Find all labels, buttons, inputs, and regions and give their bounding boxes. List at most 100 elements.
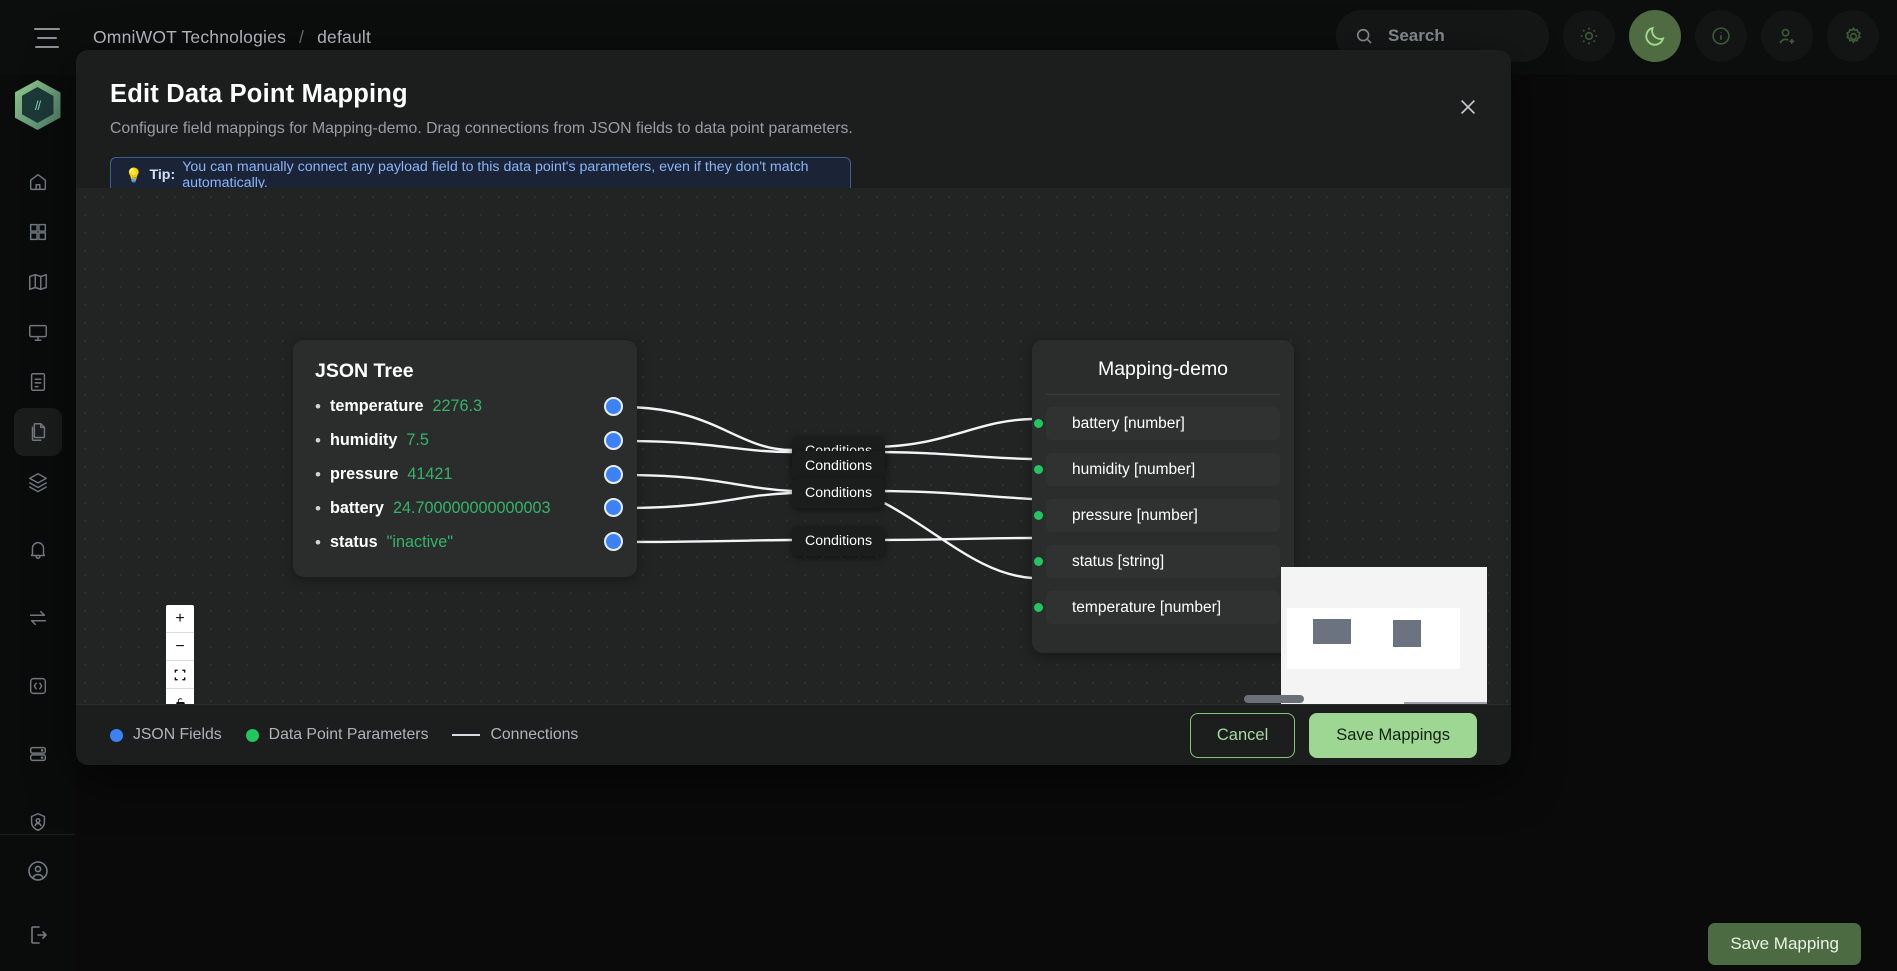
mapping-canvas[interactable]: JSON Tree • temperature 2276.3 • humidit… <box>76 188 1511 704</box>
page-title: Edit Data Point Mapping <box>110 80 408 108</box>
light-mode-icon <box>1580 27 1598 45</box>
legend-label: Data Point Parameters <box>268 726 429 743</box>
bullet-icon: • <box>315 430 321 450</box>
connection-edges <box>622 405 1033 580</box>
save-mappings-button[interactable]: Save Mappings <box>1309 712 1477 758</box>
bullet-icon: • <box>315 498 321 518</box>
sidebar-item-database[interactable] <box>14 730 62 778</box>
sidebar-item-code[interactable] <box>14 662 62 710</box>
sidebar-item-map[interactable] <box>14 258 62 306</box>
legend-json-fields: JSON Fields <box>110 726 222 744</box>
parameter-handle[interactable] <box>1034 557 1043 566</box>
gear-icon-button[interactable] <box>1827 10 1879 62</box>
data-point-parameter-row[interactable]: pressure [number] <box>1034 499 1280 532</box>
sidebar-item-devices[interactable] <box>14 308 62 356</box>
data-point-parameter-row[interactable]: battery [number] <box>1034 407 1280 440</box>
data-point-parameter-row[interactable]: temperature [number] <box>1034 591 1280 624</box>
json-field-row[interactable]: • temperature 2276.3 <box>293 389 637 423</box>
account-circle-icon <box>27 861 48 881</box>
code-icon <box>29 677 46 695</box>
legend-line-icon <box>452 734 481 736</box>
parameter-label: battery [number] <box>1072 414 1185 432</box>
legend-label: Connections <box>490 726 579 743</box>
hamburger-icon[interactable] <box>34 27 60 48</box>
data-point-title: Mapping-demo <box>1046 358 1280 395</box>
sidebar-item-account[interactable] <box>14 847 62 895</box>
app-logo[interactable]: // <box>14 80 61 130</box>
sidebar-item-templates[interactable] <box>13 408 62 456</box>
legend-parameters: Data Point Parameters <box>245 726 429 744</box>
minimap-node <box>1393 620 1421 647</box>
parameter-handle[interactable] <box>1034 511 1043 520</box>
json-field-row[interactable]: • status "inactive" <box>293 525 637 559</box>
parameter-label: temperature [number] <box>1072 598 1222 616</box>
json-field-value: 7.5 <box>406 430 429 449</box>
json-field-value: 41421 <box>407 464 453 483</box>
data-point-parameter-row[interactable]: status [string] <box>1034 545 1280 578</box>
close-icon[interactable] <box>1453 92 1483 122</box>
json-field-handle[interactable] <box>604 465 623 484</box>
tip-text: You can manually connect any payload fie… <box>182 159 809 191</box>
sidebar-item-home[interactable] <box>14 158 62 206</box>
dark-mode-icon-button[interactable] <box>1629 10 1681 62</box>
sidebar-item-security[interactable] <box>14 798 62 846</box>
condition-node[interactable]: Conditions <box>792 478 886 508</box>
zoom-out-icon[interactable]: − <box>166 633 194 661</box>
condition-node[interactable]: Conditions <box>792 451 886 481</box>
minimap[interactable]: React Flow <box>1281 567 1487 704</box>
condition-node[interactable]: Conditions <box>792 526 886 556</box>
sidebar-item-integrations[interactable] <box>14 594 62 642</box>
sidebar-item-layers[interactable] <box>14 458 62 506</box>
parameter-handle[interactable] <box>1034 465 1043 474</box>
cancel-button[interactable]: Cancel <box>1189 712 1296 758</box>
zoom-in-icon[interactable]: + <box>166 605 194 633</box>
json-field-row[interactable]: • pressure 41421 <box>293 457 637 491</box>
sidebar-rail: // <box>0 0 75 971</box>
sidebar-item-dashboards[interactable] <box>14 208 62 256</box>
sidebar-bottom-group <box>0 847 75 961</box>
data-point-node[interactable]: Mapping-demo battery [number] humidity [… <box>1032 340 1294 653</box>
horizontal-scrollbar[interactable] <box>1244 695 1304 703</box>
sidebar-item-documents[interactable] <box>14 358 62 406</box>
copy-files-icon <box>31 423 45 441</box>
shield-user-icon <box>30 813 45 831</box>
json-tree-title: JSON Tree <box>315 360 414 382</box>
light-mode-icon-button[interactable] <box>1563 10 1615 62</box>
layers-icon <box>28 473 47 493</box>
legend-connections: Connections <box>452 726 578 744</box>
search-placeholder: Search <box>1388 26 1445 45</box>
json-field-handle[interactable] <box>604 397 623 416</box>
json-field-row[interactable]: • humidity 7.5 <box>293 423 637 457</box>
sidebar-item-logout[interactable] <box>14 911 62 959</box>
parameter-handle[interactable] <box>1034 419 1043 428</box>
legend-dot-json <box>110 728 123 742</box>
lock-icon[interactable] <box>166 689 194 704</box>
json-field-handle[interactable] <box>604 498 623 517</box>
json-field-handle[interactable] <box>604 431 623 450</box>
json-field-value: 2276.3 <box>432 396 483 415</box>
lightbulb-icon: 💡 <box>125 166 143 183</box>
search-icon <box>1356 28 1372 44</box>
json-field-handle[interactable] <box>604 532 623 551</box>
transfer-icon <box>29 610 46 626</box>
breadcrumb-org[interactable]: OmniWOT Technologies <box>93 27 287 47</box>
gear-icon <box>1845 26 1861 43</box>
json-field-value: "inactive" <box>386 532 454 551</box>
parameter-handle[interactable] <box>1034 603 1043 612</box>
background-save-mapping-button[interactable]: Save Mapping <box>1708 923 1861 965</box>
sidebar-item-alerts[interactable] <box>14 526 62 574</box>
database-icon <box>29 746 46 762</box>
minimap-node <box>1313 619 1351 644</box>
json-field-row[interactable]: • battery 24.700000000000003 <box>293 491 637 525</box>
legend-dot-parameters <box>245 728 259 742</box>
info-icon-button[interactable] <box>1695 10 1747 62</box>
add-user-icon-button[interactable] <box>1761 10 1813 62</box>
data-point-parameter-row[interactable]: humidity [number] <box>1034 453 1280 486</box>
json-tree-node[interactable]: JSON Tree • temperature 2276.3 • humidit… <box>293 340 637 577</box>
lock-glyph <box>175 698 185 704</box>
edit-data-point-mapping-dialog: Edit Data Point Mapping Configure field … <box>76 50 1511 765</box>
sidebar-divider <box>0 834 75 835</box>
fit-view-icon[interactable] <box>166 661 194 689</box>
breadcrumb-page[interactable]: default <box>317 27 372 47</box>
minimap-viewport <box>1287 608 1460 669</box>
